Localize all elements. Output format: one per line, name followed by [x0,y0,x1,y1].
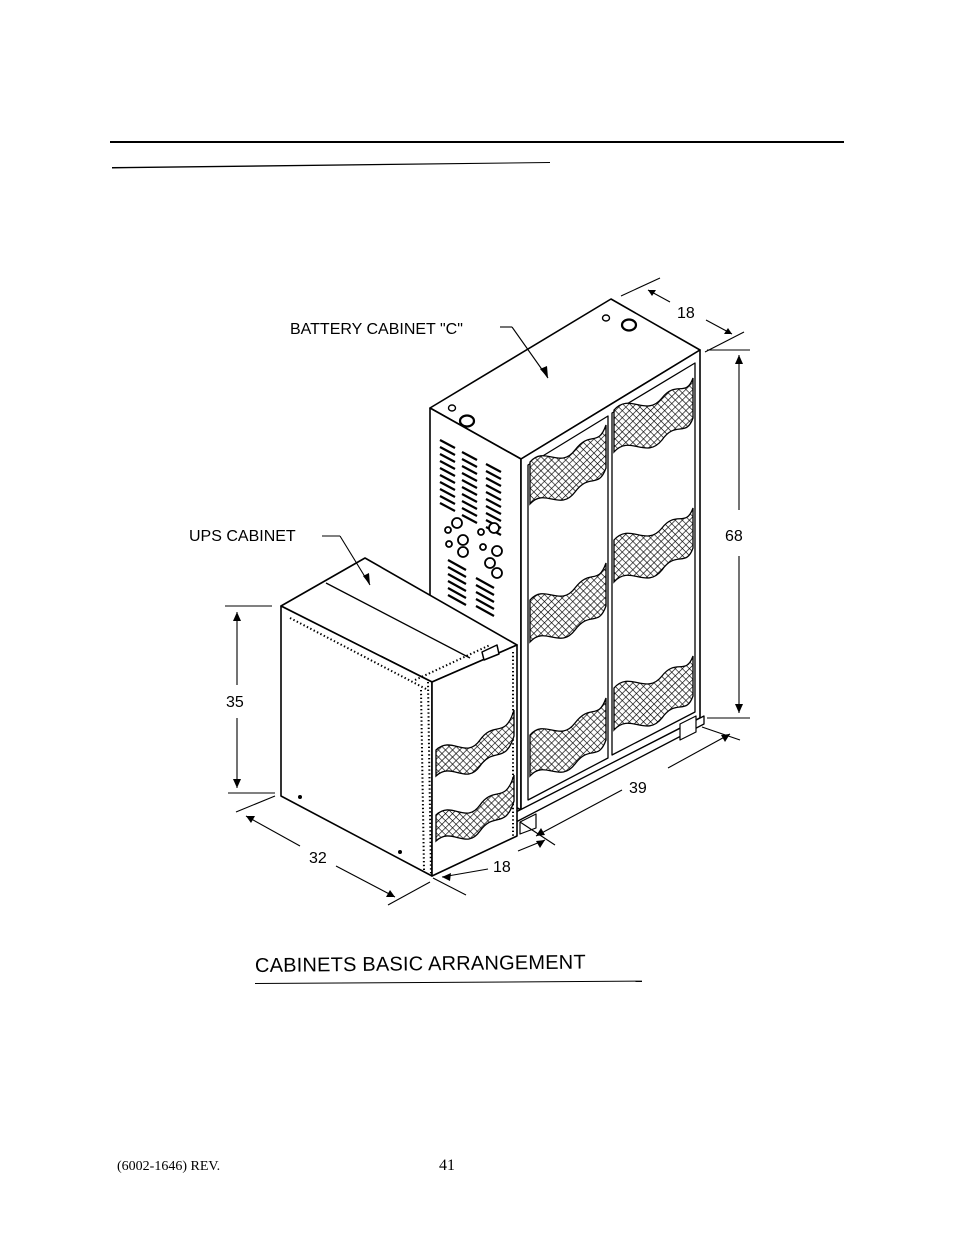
figure-caption-underline [254,980,642,984]
figure-caption-text: CABINETS BASIC ARRANGEMENT [254,951,586,977]
ups-side-dots [298,795,402,854]
ups-depth-label: 18 [493,859,511,876]
header-rule [110,141,844,143]
document-reference: (6002-1646) REV. [117,1159,221,1174]
ups-height-label: 35 [226,694,244,711]
battery-cabinet-label: BATTERY CABINET "C" [290,321,463,338]
battery-side-holes [444,517,503,579]
battery-depth-label: 18 [677,305,695,322]
figure-caption: CABINETS BASIC ARRANGEMENT [254,951,645,989]
ups-door-mesh [435,709,515,843]
dimension-arrowheads [233,290,743,897]
battery-door-mesh [529,377,694,778]
battery-side-vents [439,439,502,617]
ups-width-label: 32 [309,850,327,867]
battery-height-label: 68 [725,528,743,545]
ups-cabinet-label: UPS CABINET [189,528,296,545]
header-subrule [112,162,550,169]
page-number: 41 [439,1157,455,1174]
battery-width-label: 39 [629,780,647,797]
